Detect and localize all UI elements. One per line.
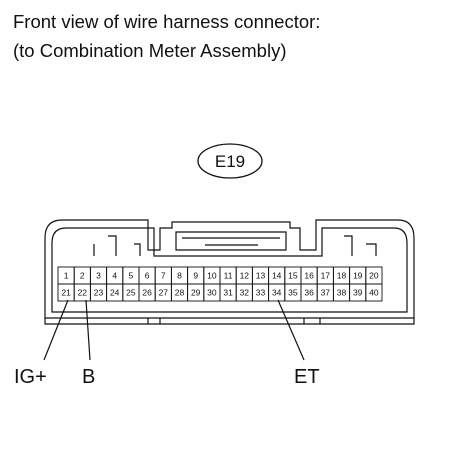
pin-number: 24: [110, 288, 120, 298]
pin-number: 39: [353, 288, 363, 298]
pin-number: 25: [126, 288, 136, 298]
pin-number: 8: [177, 271, 182, 281]
connector-housing: [44, 219, 415, 325]
pin-number: 6: [145, 271, 150, 281]
diagram-subtitle: (to Combination Meter Assembly): [13, 40, 287, 61]
pin-number: 30: [207, 288, 217, 298]
pin-number: 33: [256, 288, 266, 298]
pin-number: 19: [353, 271, 363, 281]
pin-number: 13: [256, 271, 266, 281]
connector-code-ellipse: [197, 143, 263, 179]
pin-number: 38: [337, 288, 347, 298]
leader-lines: [43, 299, 305, 361]
pin-number: 36: [304, 288, 314, 298]
pin-number: 15: [288, 271, 298, 281]
pin-number: 7: [161, 271, 166, 281]
pin-number: 12: [240, 271, 250, 281]
pin-number: 37: [321, 288, 331, 298]
pin-number: 27: [159, 288, 169, 298]
pin-cell: [365, 283, 383, 302]
pin-number: 32: [240, 288, 250, 298]
pin-label-b: B: [82, 366, 96, 388]
pin-number: 18: [337, 271, 347, 281]
pin-label-ig: IG+: [14, 366, 47, 388]
pin-number: 21: [61, 288, 71, 298]
pin-number: 17: [321, 271, 331, 281]
pin-number: 3: [96, 271, 101, 281]
pin-number: 29: [191, 288, 201, 298]
leader-line-et: [277, 299, 305, 361]
pin-number: 31: [223, 288, 233, 298]
pin-number: 4: [112, 271, 117, 281]
pin-number: 11: [224, 271, 233, 281]
pin-number: 40: [369, 288, 379, 298]
pin-number: 16: [304, 271, 314, 281]
pin-number: 34: [272, 288, 282, 298]
pin-number: 1: [64, 271, 69, 281]
leader-line-ig: [43, 299, 69, 361]
diagram-title: Front view of wire harness connector:: [13, 11, 321, 32]
pin-number: 26: [142, 288, 152, 298]
pin-number: 23: [94, 288, 104, 298]
pin-number: 14: [272, 271, 282, 281]
leader-line-b: [85, 299, 91, 361]
connector-code-label: E19: [215, 152, 245, 171]
pin-number: 22: [78, 288, 88, 298]
pin-number: 10: [207, 271, 217, 281]
pin-number: 35: [288, 288, 298, 298]
pin-number: 20: [369, 271, 379, 281]
pin-number: 9: [193, 271, 198, 281]
pin-label-et: ET: [294, 366, 320, 388]
pin-number: 2: [80, 271, 85, 281]
pin-number: 5: [129, 271, 134, 281]
pin-number: 28: [175, 288, 185, 298]
